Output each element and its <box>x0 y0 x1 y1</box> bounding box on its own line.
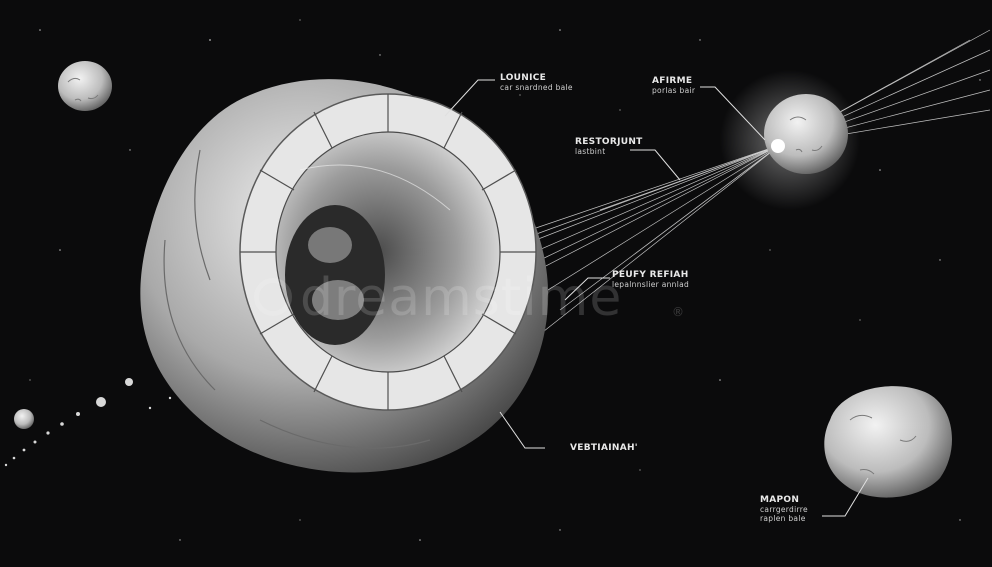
label-afirme-title: AFIRME <box>652 76 693 86</box>
label-mapon-sub: carrgerdirre raplen bale <box>760 505 808 523</box>
label-lounice-sub: car snardned bale <box>500 83 573 92</box>
label-lounice: LOUNICE car snardned bale <box>500 73 573 92</box>
label-peufy-refiah-title: PEUFY REFIAH <box>612 270 689 280</box>
label-afirme-sub: porlas bair <box>652 86 696 95</box>
callout-lines <box>444 79 869 517</box>
hollow-asteroid <box>140 79 549 473</box>
label-vebtainah: VEBTIAINAH' <box>570 443 638 453</box>
watermark-logo <box>254 278 292 316</box>
label-restorjunt-sub: lastbint <box>575 147 606 156</box>
boulder-bottom-right <box>824 386 952 498</box>
small-moon-top-left <box>58 61 112 111</box>
watermark-text: dreamstime <box>300 268 623 328</box>
label-peufy-refiah: PEUFY REFIAH lepalnnslier annlad <box>612 270 689 289</box>
label-vebtainah-title: VEBTIAINAH' <box>570 443 638 453</box>
glowing-moon <box>720 70 860 210</box>
label-mapon: MAPON carrgerdirre raplen bale <box>760 495 808 523</box>
label-afirme: AFIRME porlas bair <box>652 76 695 95</box>
label-lounice-title: LOUNICE <box>500 73 547 83</box>
watermark-registered: ® <box>672 305 684 319</box>
label-restorjunt-title: RESTORJUNT <box>575 137 643 147</box>
label-peufy-refiah-sub: lepalnnslier annlad <box>612 280 690 289</box>
label-mapon-title: MAPON <box>760 495 800 505</box>
label-restorjunt: RESTORJUNT lastbint <box>575 137 643 156</box>
